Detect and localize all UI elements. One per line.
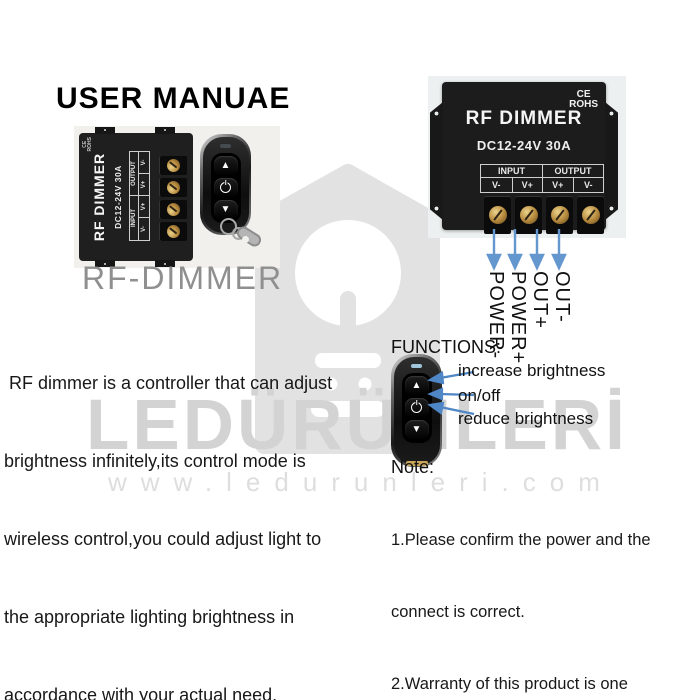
bulb-logo-icon bbox=[255, 164, 440, 454]
functions-heading: FUNCTIONS: bbox=[391, 337, 501, 357]
power-button bbox=[404, 397, 429, 418]
mounting-flange bbox=[605, 102, 618, 220]
keychain-clasp-hole bbox=[242, 236, 249, 243]
function-label-increase: increase brightness bbox=[458, 361, 606, 380]
mounting-hole bbox=[163, 128, 167, 132]
rf-remote-functions: ▲ ▼ bbox=[391, 354, 442, 467]
brightness-up-button: ▲ bbox=[404, 375, 429, 396]
terminal-blocks bbox=[159, 156, 187, 241]
terminal-screw bbox=[550, 206, 569, 224]
function-label-onoff: on/off bbox=[458, 386, 501, 405]
description-line: RF dimmer is a controller that can adjus… bbox=[4, 373, 333, 393]
wire-label-power-plus: POWER+ bbox=[507, 271, 529, 365]
terminal-screw bbox=[166, 203, 180, 216]
description-line: the appropriate lighting brightness in bbox=[4, 607, 295, 627]
brightness-down-button: ▼ bbox=[213, 199, 238, 220]
remote-base-trim bbox=[405, 460, 428, 466]
device-rating: DC12-24V 30A bbox=[113, 165, 123, 229]
watermark-url: www.ledurunleri.com bbox=[108, 467, 614, 497]
mounting-hole bbox=[433, 110, 440, 117]
terminal-screw bbox=[166, 181, 180, 194]
function-label-reduce: reduce brightness bbox=[458, 409, 594, 428]
page-title: USER MANUAE bbox=[56, 82, 291, 115]
photo-caption: RF-DIMMER bbox=[82, 260, 284, 296]
brightness-down-button: ▼ bbox=[404, 419, 429, 440]
power-icon bbox=[220, 182, 231, 193]
device-rating: DC12-24V 30A bbox=[476, 138, 572, 153]
wire-label-power-minus: POWER- bbox=[485, 271, 507, 360]
remote-led bbox=[411, 363, 422, 368]
remote-led bbox=[220, 143, 231, 148]
mounting-flange bbox=[430, 102, 443, 220]
note-line: 1.Please confirm the power and the bbox=[391, 531, 651, 549]
wire-label-out-minus: OUT- bbox=[551, 271, 573, 323]
note-line: 2.Warranty of this product is one bbox=[391, 675, 628, 693]
device-name: RF DIMMER bbox=[465, 108, 583, 129]
description-line: accordance with your actual need. bbox=[4, 685, 278, 700]
description-block: RF dimmer is a controller that can adjus… bbox=[4, 318, 332, 700]
terminal-screw bbox=[166, 159, 180, 172]
terminal-table: INPUT OUTPUT V- V+ V+ V- bbox=[129, 151, 150, 241]
terminal-screw bbox=[519, 206, 538, 224]
wire-down-arrows-icon bbox=[486, 229, 567, 271]
device-name: RF DIMMER bbox=[91, 152, 107, 242]
up-arrow-icon: ▲ bbox=[220, 160, 231, 171]
mounting-hole bbox=[103, 128, 107, 132]
up-arrow-icon: ▲ bbox=[411, 380, 422, 391]
terminal-table: INPUT OUTPUT V- V+ V+ V- bbox=[480, 164, 604, 193]
note-block: 1.Please confirm the power and the conne… bbox=[391, 480, 665, 700]
watermark-brand: LEDÜRÜNLERİ bbox=[86, 386, 628, 465]
brightness-up-button: ▲ bbox=[213, 155, 238, 176]
mounting-hole bbox=[608, 110, 615, 117]
keychain-clasp bbox=[234, 224, 264, 249]
note-line: connect is correct. bbox=[391, 603, 525, 621]
mounting-hole bbox=[433, 205, 440, 212]
terminal-screw bbox=[488, 206, 507, 224]
description-line: brightness infinitely,its control mode i… bbox=[4, 451, 306, 471]
power-icon bbox=[411, 402, 422, 413]
mounting-tab bbox=[155, 127, 175, 134]
terminal-blocks bbox=[484, 196, 604, 234]
description-line: wireless control,you could adjust light … bbox=[4, 529, 322, 549]
keychain-ring bbox=[220, 218, 237, 235]
note-heading: Note: bbox=[391, 457, 435, 477]
down-arrow-icon: ▼ bbox=[220, 204, 231, 215]
rf-remote: ▲ ▼ bbox=[200, 134, 251, 235]
wire-label-out-plus: OUT+ bbox=[529, 271, 551, 329]
terminal-screw bbox=[166, 225, 180, 238]
power-button bbox=[213, 177, 238, 198]
function-pointer-arrows-icon bbox=[427, 370, 475, 416]
terminal-screw bbox=[581, 206, 600, 224]
mounting-hole bbox=[608, 205, 615, 212]
down-arrow-icon: ▼ bbox=[411, 424, 422, 435]
